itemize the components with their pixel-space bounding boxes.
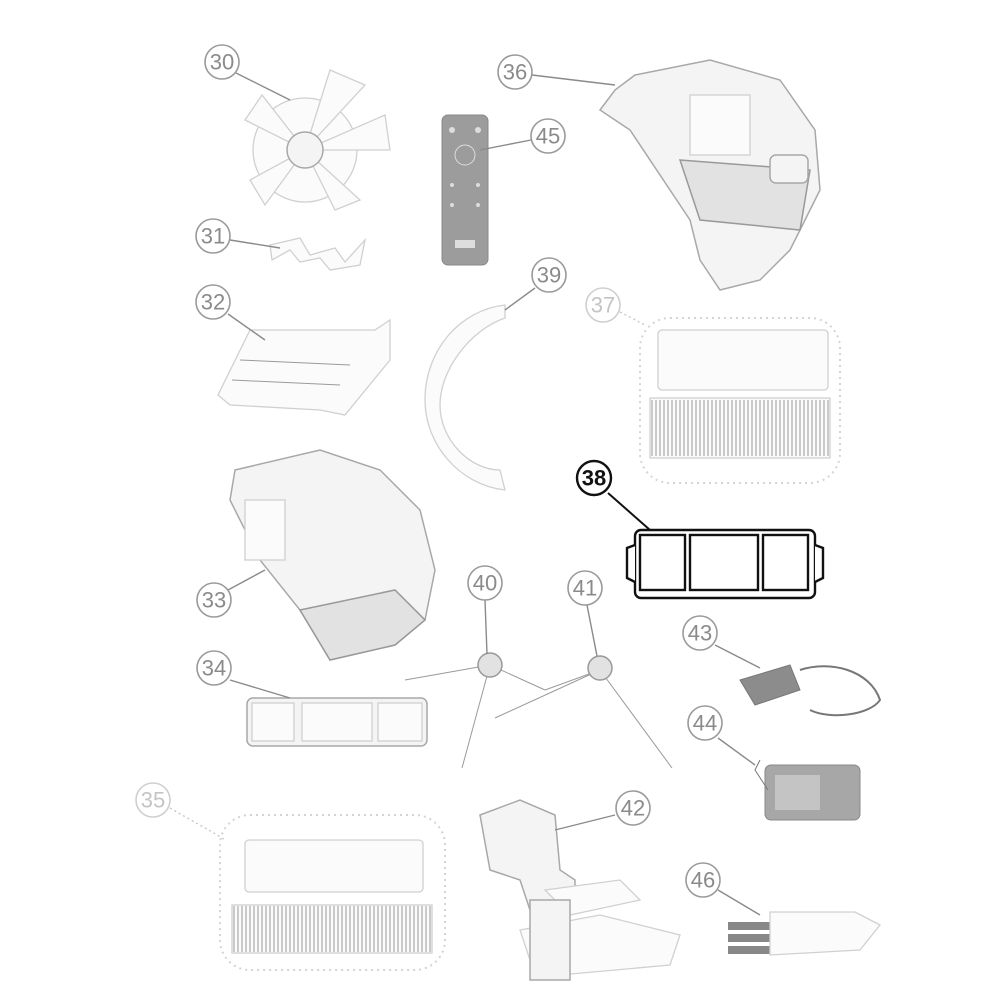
part-36-dustbin-housing[interactable] xyxy=(598,59,821,291)
part-40-side-brush[interactable] xyxy=(404,652,546,769)
svg-text:32: 32 xyxy=(201,290,225,315)
svg-text:36: 36 xyxy=(503,60,527,85)
label-41[interactable]: 41 xyxy=(567,570,603,606)
svg-text:46: 46 xyxy=(691,868,715,893)
label-39[interactable]: 39 xyxy=(531,257,567,293)
part-41-side-brush[interactable] xyxy=(494,655,673,769)
label-37[interactable]: 37 xyxy=(585,287,621,323)
label-34[interactable]: 34 xyxy=(196,650,232,686)
part-30-fan[interactable] xyxy=(244,69,391,211)
label-38[interactable]: 38 xyxy=(575,459,613,497)
part-31-clip[interactable] xyxy=(269,237,367,271)
svg-text:31: 31 xyxy=(201,224,225,249)
part-37-hepa-filter[interactable] xyxy=(639,317,841,484)
svg-text:34: 34 xyxy=(202,656,226,681)
part-46-cleaning-tool[interactable] xyxy=(728,911,882,956)
svg-text:35: 35 xyxy=(141,788,165,813)
part-45-remote-control[interactable] xyxy=(441,114,489,266)
svg-text:38: 38 xyxy=(582,466,606,491)
svg-text:44: 44 xyxy=(693,711,717,736)
svg-text:40: 40 xyxy=(473,571,497,596)
label-30[interactable]: 30 xyxy=(204,44,240,80)
label-45[interactable]: 45 xyxy=(530,118,566,154)
label-44[interactable]: 44 xyxy=(687,705,723,741)
part-43-power-adapter[interactable] xyxy=(739,664,882,717)
part-39-bumper[interactable] xyxy=(424,304,506,491)
svg-text:39: 39 xyxy=(537,263,561,288)
label-42[interactable]: 42 xyxy=(615,790,651,826)
svg-text:41: 41 xyxy=(573,576,597,601)
label-46[interactable]: 46 xyxy=(685,862,721,898)
label-32[interactable]: 32 xyxy=(195,284,231,320)
label-36[interactable]: 36 xyxy=(497,54,533,90)
svg-text:30: 30 xyxy=(210,50,234,75)
svg-text:37: 37 xyxy=(591,293,615,318)
part-35-hepa-filter[interactable] xyxy=(219,814,446,971)
part-34-filter-frame[interactable] xyxy=(246,697,428,747)
label-31[interactable]: 31 xyxy=(195,218,231,254)
label-43[interactable]: 43 xyxy=(682,615,718,651)
svg-text:33: 33 xyxy=(202,588,226,613)
label-33[interactable]: 33 xyxy=(196,582,232,618)
part-44-battery[interactable] xyxy=(754,759,861,821)
leader-lines xyxy=(169,72,761,916)
part-42-charging-dock[interactable] xyxy=(479,799,681,981)
part-33-dustbin[interactable] xyxy=(229,449,436,661)
part-38-filter-frame[interactable] xyxy=(625,528,825,600)
svg-text:43: 43 xyxy=(688,621,712,646)
label-35[interactable]: 35 xyxy=(135,782,171,818)
svg-text:45: 45 xyxy=(536,124,560,149)
svg-text:42: 42 xyxy=(621,796,645,821)
label-40[interactable]: 40 xyxy=(467,565,503,601)
part-32-tray[interactable] xyxy=(217,318,391,416)
